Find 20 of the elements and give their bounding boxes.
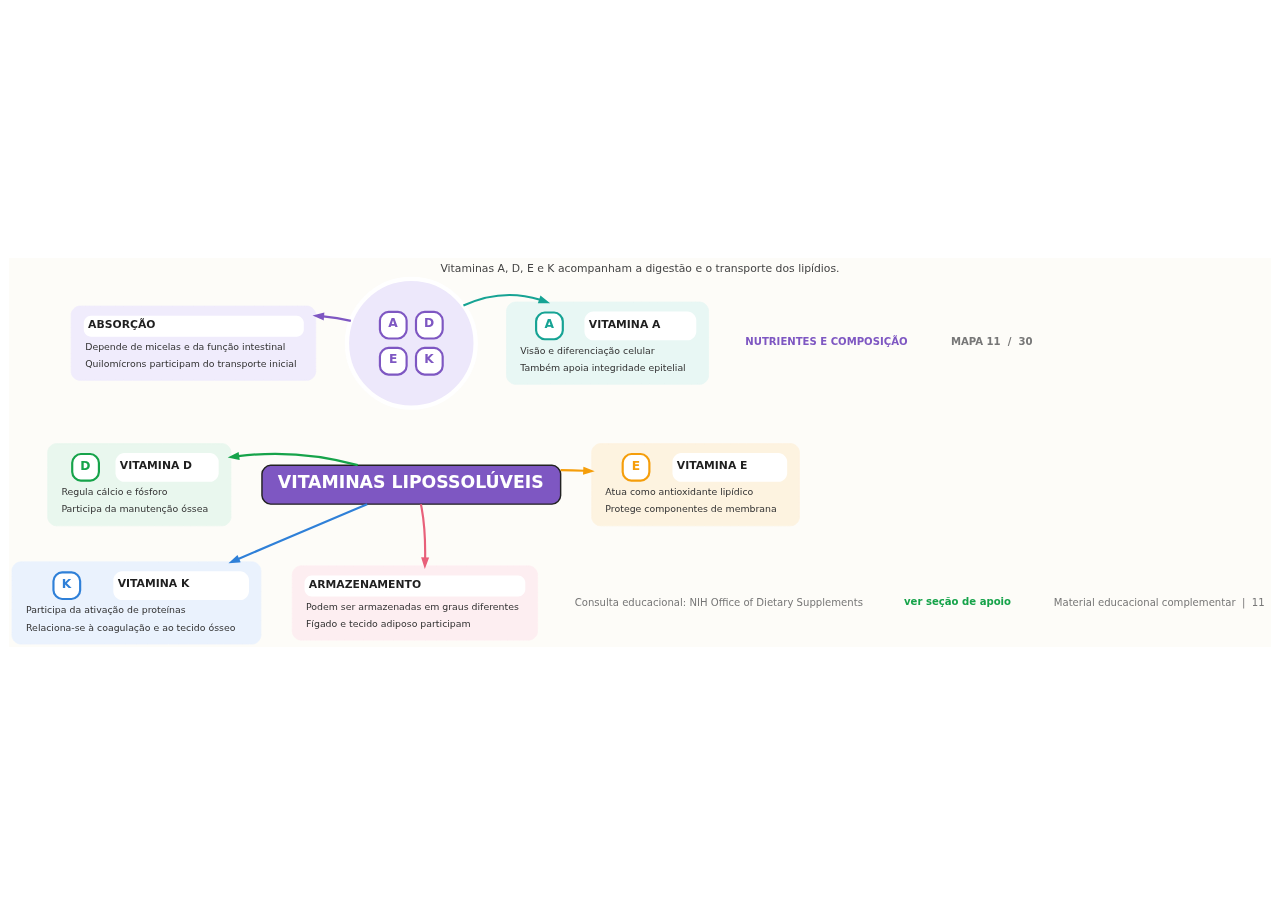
node-circle: A D E K [344,276,478,410]
arrow [312,312,352,322]
label: MAPA 11 / 30 [950,336,1033,348]
arrow [463,293,551,307]
node-box: VITAMINAS LIPOSSOLÚVEIS [261,464,562,505]
arrow [419,503,430,569]
label: Material educacional complementar | 11 [1053,596,1265,608]
node-box: A VITAMINA A Visão e diferenciação celular Também apoia integridade epitelial [506,301,709,385]
label: Consulta educacional: NIH Office of Dietary Supplements [574,596,863,608]
arrow [227,452,359,467]
node-box: E VITAMINA E Atua como antioxidante lipídico Protege componentes de membrana [591,443,800,527]
diagram-title: Vitaminas A, D, E e K acompanham a digestão e o transporte dos lipídios. [440,262,840,276]
label: NUTRIENTES E COMPOSIÇÃO [745,336,908,348]
label: ver seção de apoio [904,595,1012,607]
arrow [560,466,595,475]
arrow [228,503,368,564]
node-box: K VITAMINA K Participa da ativação de proteínas Relaciona-se à coagulação e ao tecido ósseo [11,561,262,645]
node-box: D VITAMINA D Regula cálcio e fósforo Participa da manutenção óssea [47,443,232,527]
node-box: ARMAZENAMENTO Podem ser armazenadas em graus diferentes Fígado e tecido adiposo participam [291,565,538,641]
node-box: ABSORÇÃO Depende de micelas e da função intestinal Quilomícrons participam do transporte inicial [70,305,317,381]
